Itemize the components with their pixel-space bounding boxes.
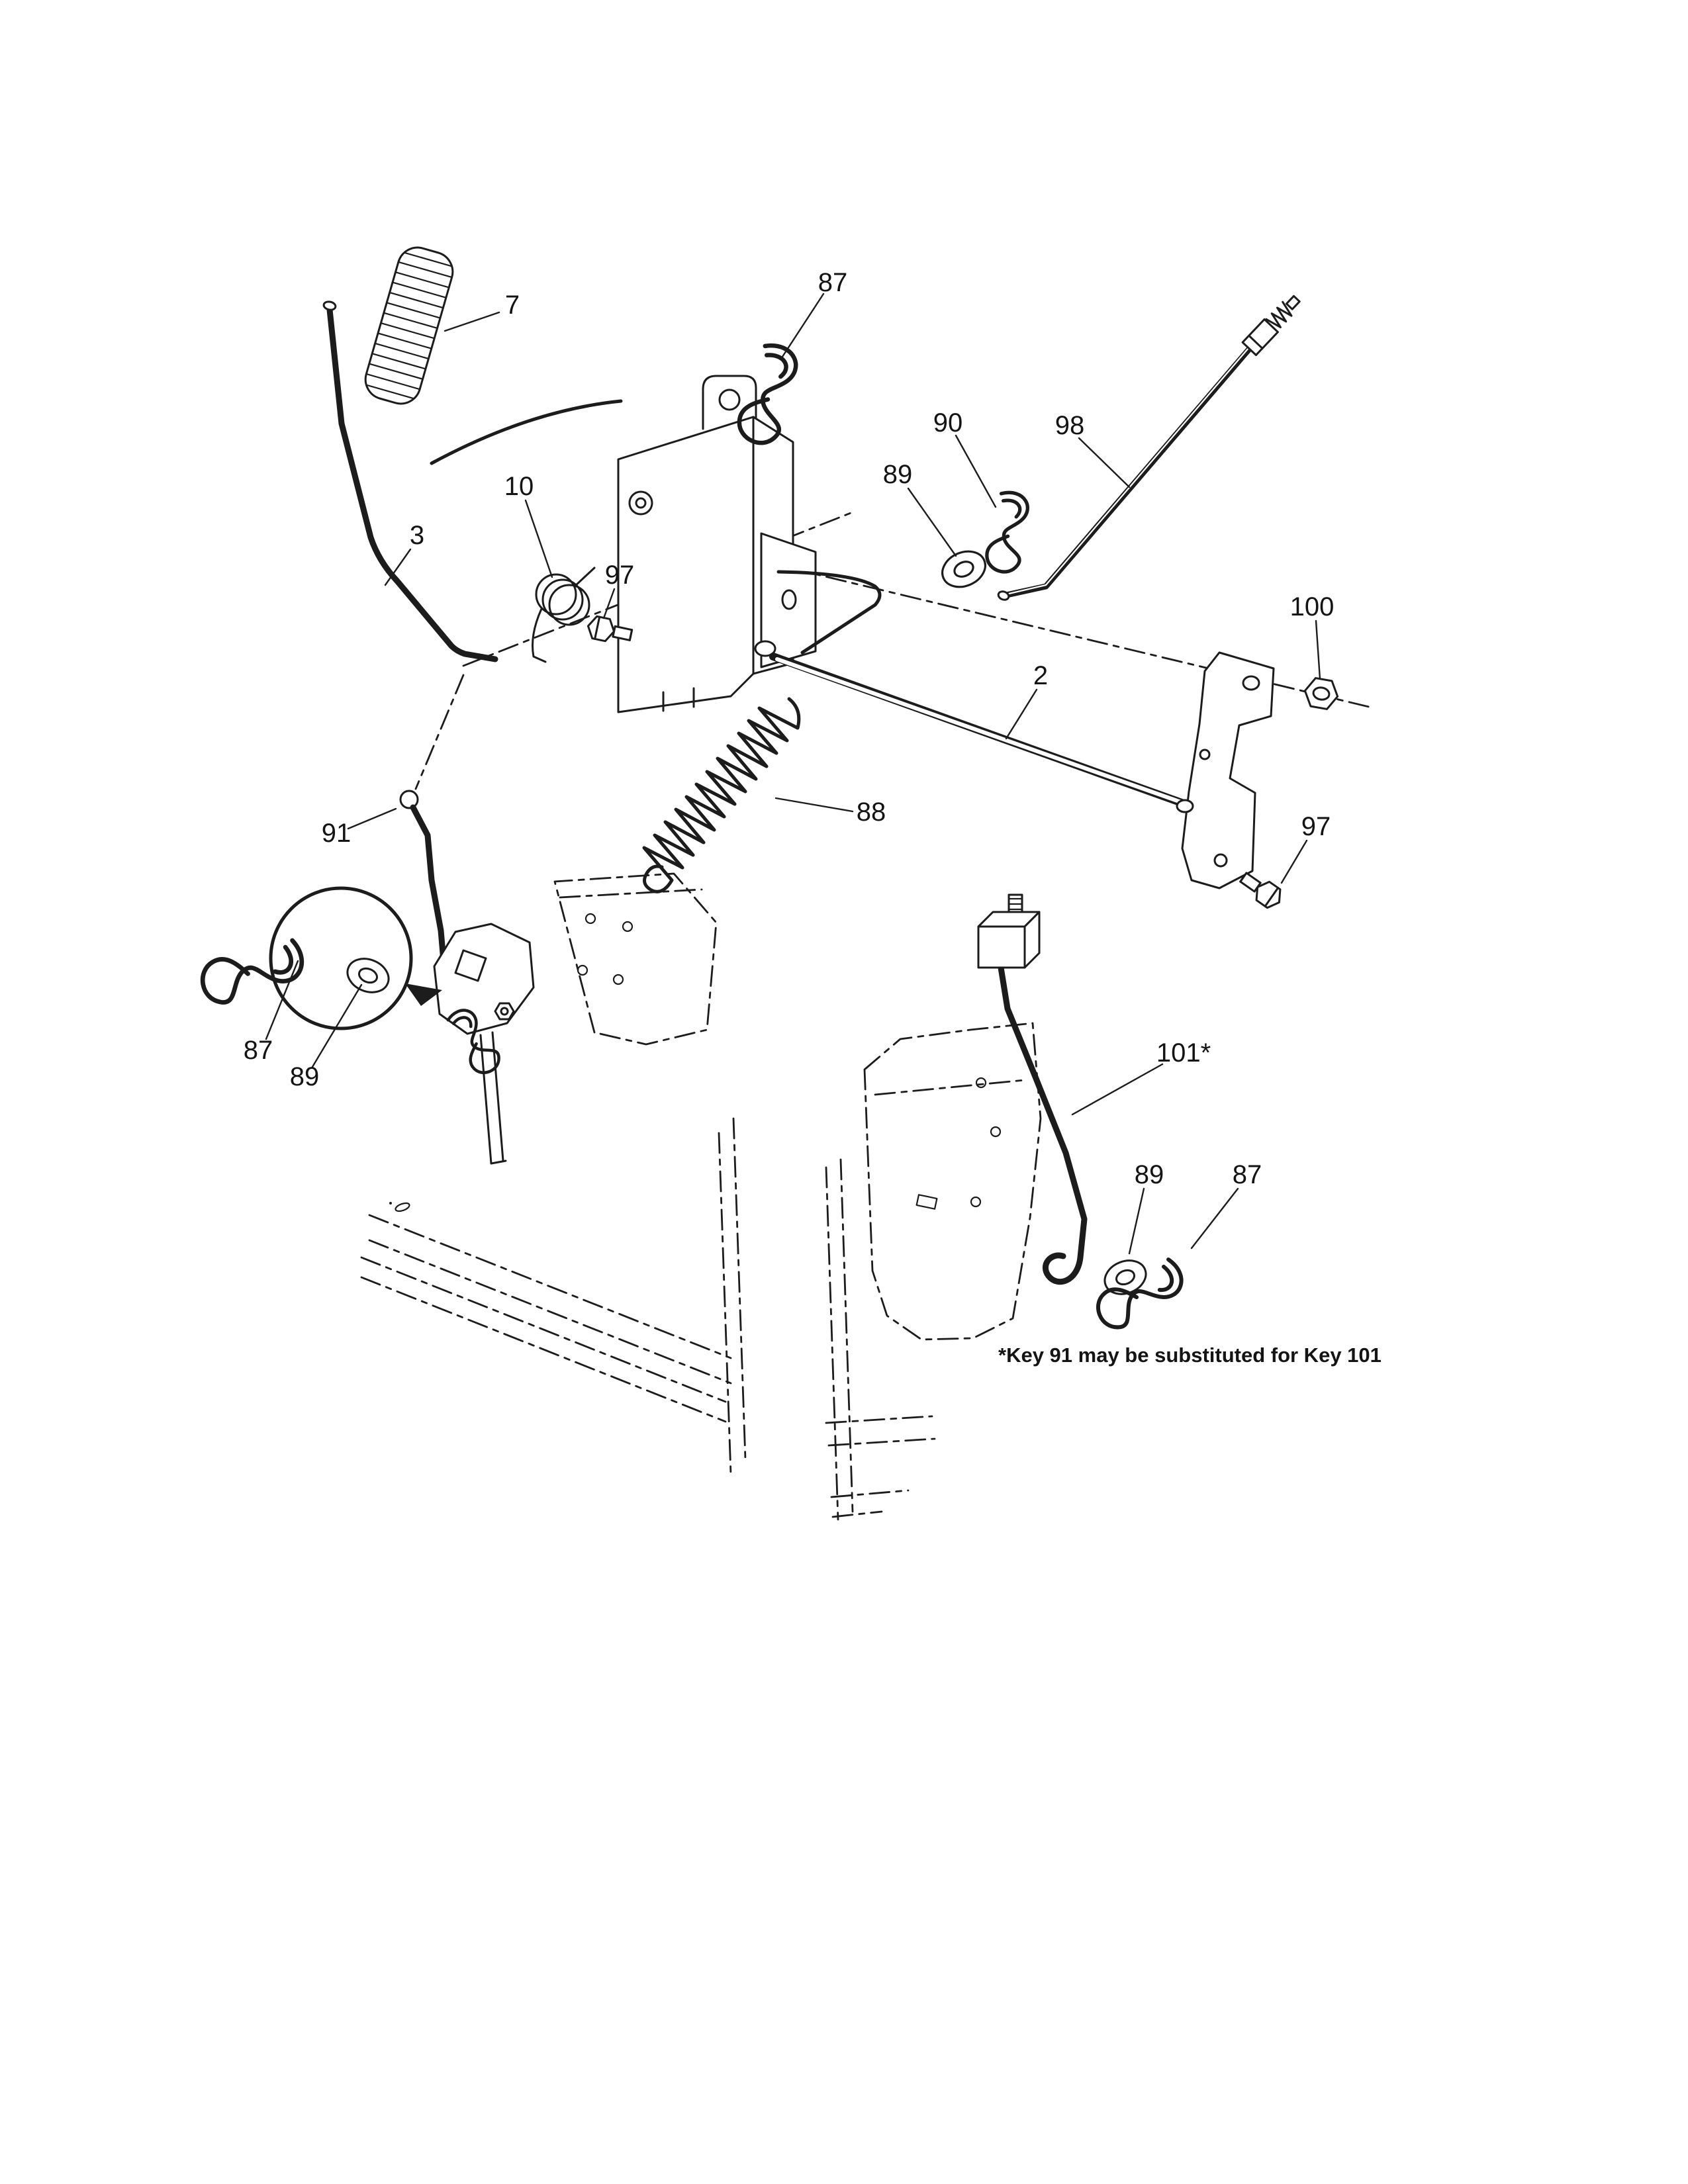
lift-bracket-center <box>617 375 882 713</box>
detail-circle <box>196 886 442 1030</box>
footnote: *Key 91 may be substituted for Key 101 <box>998 1343 1382 1367</box>
part-91-lever <box>399 790 447 964</box>
part-101-lever <box>977 893 1088 1285</box>
callout-88: 88 <box>857 797 886 827</box>
callout-2: 2 <box>1033 661 1048 690</box>
callout-3: 3 <box>410 521 424 550</box>
part-7-grip <box>361 246 457 405</box>
pivot-bracket-left <box>433 923 535 1165</box>
callout-91: 91 <box>322 819 352 848</box>
lift-bracket-right <box>1176 651 1275 889</box>
part-10-torsion-spring <box>532 567 596 663</box>
callout-87-bottom: 87 <box>1233 1160 1262 1189</box>
part-97-bolt-right <box>1236 867 1287 913</box>
part-2-lift-shaft <box>769 653 1188 807</box>
callout-90: 90 <box>933 408 963 437</box>
deck-small-details <box>389 913 1002 1212</box>
callout-89-top: 89 <box>883 460 913 489</box>
callout-89-detail: 89 <box>290 1062 320 1091</box>
part-3-lever-rod <box>322 300 623 662</box>
part-88-extension-spring <box>642 697 801 893</box>
phantom-left-deck-edges <box>360 1117 747 1476</box>
callout-98: 98 <box>1055 411 1085 440</box>
part-98-lift-rod <box>997 295 1301 601</box>
callout-labels: 7 87 90 98 89 10 3 97 2 100 88 97 91 87 … <box>244 268 1335 1189</box>
leader-lines <box>265 293 1321 1255</box>
part-90-clip <box>985 491 1029 574</box>
part-100-nut <box>1301 675 1341 712</box>
callout-97-top: 97 <box>605 561 635 590</box>
callout-87-detail: 87 <box>244 1036 273 1065</box>
detail-pointer-wedge <box>405 983 442 1006</box>
callout-100: 100 <box>1290 592 1335 621</box>
phantom-left-deck-bracket <box>553 872 718 1046</box>
callout-10: 10 <box>504 472 534 501</box>
callout-7: 7 <box>505 291 520 320</box>
phantom-right-deck-bracket <box>825 1022 1042 1521</box>
part-89-washer-top <box>935 543 992 595</box>
callout-87-top: 87 <box>818 268 848 297</box>
callout-97-right: 97 <box>1301 812 1331 841</box>
callout-101: 101* <box>1156 1038 1211 1068</box>
callout-89-bottom: 89 <box>1135 1160 1164 1189</box>
